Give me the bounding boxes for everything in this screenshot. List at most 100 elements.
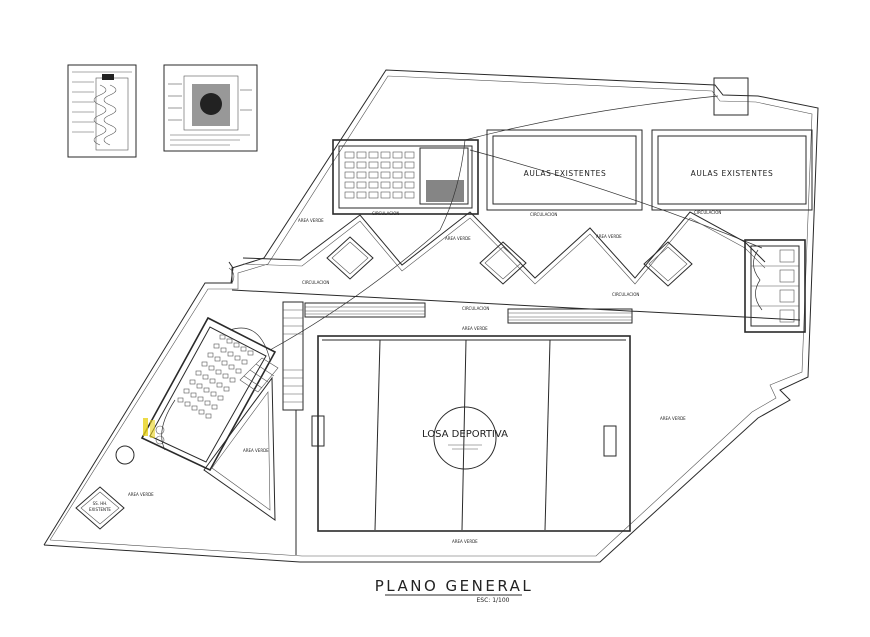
- desk: [344, 191, 355, 199]
- seat: [223, 386, 230, 392]
- seat: [205, 413, 212, 419]
- desk: [356, 161, 367, 169]
- aulas-label-1: AULAS EXISTENTES: [524, 169, 607, 178]
- seat: [235, 368, 242, 374]
- desk: [392, 161, 403, 169]
- annotations: AREA VERDE CIRCULACION AREA VERDE CIRCUL…: [128, 210, 721, 544]
- desk: [404, 191, 415, 199]
- seat: [201, 361, 208, 367]
- area-verde-label-8: AREA VERDE: [452, 539, 478, 544]
- seat: [220, 347, 227, 353]
- seat: [195, 370, 202, 376]
- circulacion-label-2: CIRCULACION: [530, 212, 557, 217]
- area-verde-label-7: AREA VERDE: [128, 492, 154, 497]
- desk: [368, 181, 379, 189]
- seat: [234, 355, 241, 361]
- desk: [404, 181, 415, 189]
- site-boundary: [43, 69, 819, 563]
- area-verde-label-3: AREA VERDE: [596, 234, 622, 239]
- desk: [404, 171, 415, 179]
- seat: [216, 382, 223, 388]
- aulas-label-2: AULAS EXISTENTES: [691, 169, 774, 178]
- desk: [380, 161, 391, 169]
- seat: [184, 401, 191, 407]
- ss-hh-existente: SS. HH. EXISTENTE: [75, 486, 125, 530]
- seat: [203, 387, 210, 393]
- desk: [356, 151, 367, 159]
- desk: [380, 171, 391, 179]
- seat: [217, 395, 224, 401]
- seat: [177, 397, 184, 403]
- seat: [210, 391, 217, 397]
- desk: [356, 181, 367, 189]
- seat: [207, 352, 214, 358]
- drawing-title-block: PLANO GENERAL ESC: 1/100: [375, 577, 534, 604]
- desk: [380, 181, 391, 189]
- desk: [392, 181, 403, 189]
- seat: [226, 338, 233, 344]
- circulacion-label-6: CIRCULACION: [462, 306, 489, 311]
- circulacion-label-3: CIRCULACION: [694, 210, 721, 215]
- seat: [233, 342, 240, 348]
- desk: [380, 191, 391, 199]
- desk: [404, 161, 415, 169]
- restroom-building: [744, 239, 806, 333]
- seat: [227, 351, 234, 357]
- desk: [344, 161, 355, 169]
- circulacion-label-1: CIRCULACION: [372, 211, 399, 216]
- seat: [219, 334, 226, 340]
- sports-field: LOSA DEPORTIVA: [311, 335, 631, 532]
- drawing-scale: ESC: 1/100: [476, 597, 509, 604]
- seat: [211, 404, 218, 410]
- desk: [356, 191, 367, 199]
- round-feature: [115, 445, 135, 465]
- seat: [198, 409, 205, 415]
- seat: [196, 383, 203, 389]
- desk: [380, 151, 391, 159]
- desk: [356, 171, 367, 179]
- seat: [209, 378, 216, 384]
- triangle-area: [203, 376, 276, 521]
- seat: [189, 379, 196, 385]
- service-box: [713, 77, 749, 116]
- ss-hh-label-2: EXISTENTE: [89, 507, 111, 512]
- seat: [208, 365, 215, 371]
- desk: [392, 171, 403, 179]
- desk: [344, 171, 355, 179]
- area-verde-label-5: AREA VERDE: [660, 416, 686, 421]
- seat: [183, 388, 190, 394]
- seat: [191, 405, 198, 411]
- seat: [190, 392, 197, 398]
- desk: [368, 151, 379, 159]
- area-verde-label-6: AREA VERDE: [243, 448, 269, 453]
- diamond-planters: [326, 236, 693, 287]
- desk: [392, 151, 403, 159]
- ss-hh-label-1: SS. HH.: [93, 501, 108, 506]
- seat: [222, 373, 229, 379]
- aulas-existentes-1: AULAS EXISTENTES: [486, 129, 643, 211]
- bleachers: [231, 289, 801, 324]
- auditorium-building: [140, 316, 279, 472]
- desk: [368, 161, 379, 169]
- detail-sheet-1: [67, 64, 137, 158]
- desk: [344, 181, 355, 189]
- seat: [241, 359, 248, 365]
- seat: [197, 396, 204, 402]
- circulacion-label-4: CIRCULACION: [302, 280, 329, 285]
- drawing-title: PLANO GENERAL: [375, 577, 534, 595]
- seat: [204, 400, 211, 406]
- seat: [229, 377, 236, 383]
- seat: [240, 346, 247, 352]
- seat: [202, 374, 209, 380]
- seat: [247, 350, 254, 356]
- wiring-lines: [269, 95, 763, 351]
- area-verde-label-2: AREA VERDE: [445, 236, 471, 241]
- seat: [214, 356, 221, 362]
- desk: [368, 191, 379, 199]
- circulacion-label-5: CIRCULACION: [612, 292, 639, 297]
- desk: [404, 151, 415, 159]
- losa-deportiva-label: LOSA DEPORTIVA: [422, 429, 508, 440]
- area-verde-label-4: AREA VERDE: [462, 326, 488, 331]
- highlighted-units: [143, 418, 165, 445]
